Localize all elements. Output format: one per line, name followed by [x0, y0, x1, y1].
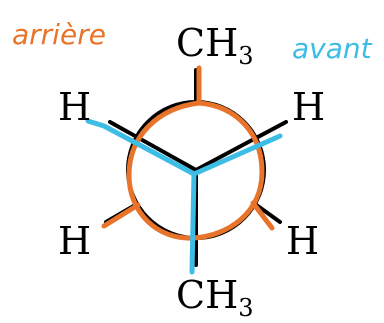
front-highlight — [85, 118, 283, 275]
back-label: arrière — [12, 18, 106, 51]
bottom-methyl-label: CH3 — [176, 273, 254, 322]
hydrogen-left-top: H — [58, 85, 91, 129]
hydrogen-right-top: H — [292, 85, 325, 129]
top-methyl-label: CH3 — [176, 21, 254, 70]
hydrogen-left-bottom: H — [58, 219, 91, 263]
hydrogen-right-bottom: H — [286, 219, 319, 263]
front-label: avant — [292, 32, 373, 65]
